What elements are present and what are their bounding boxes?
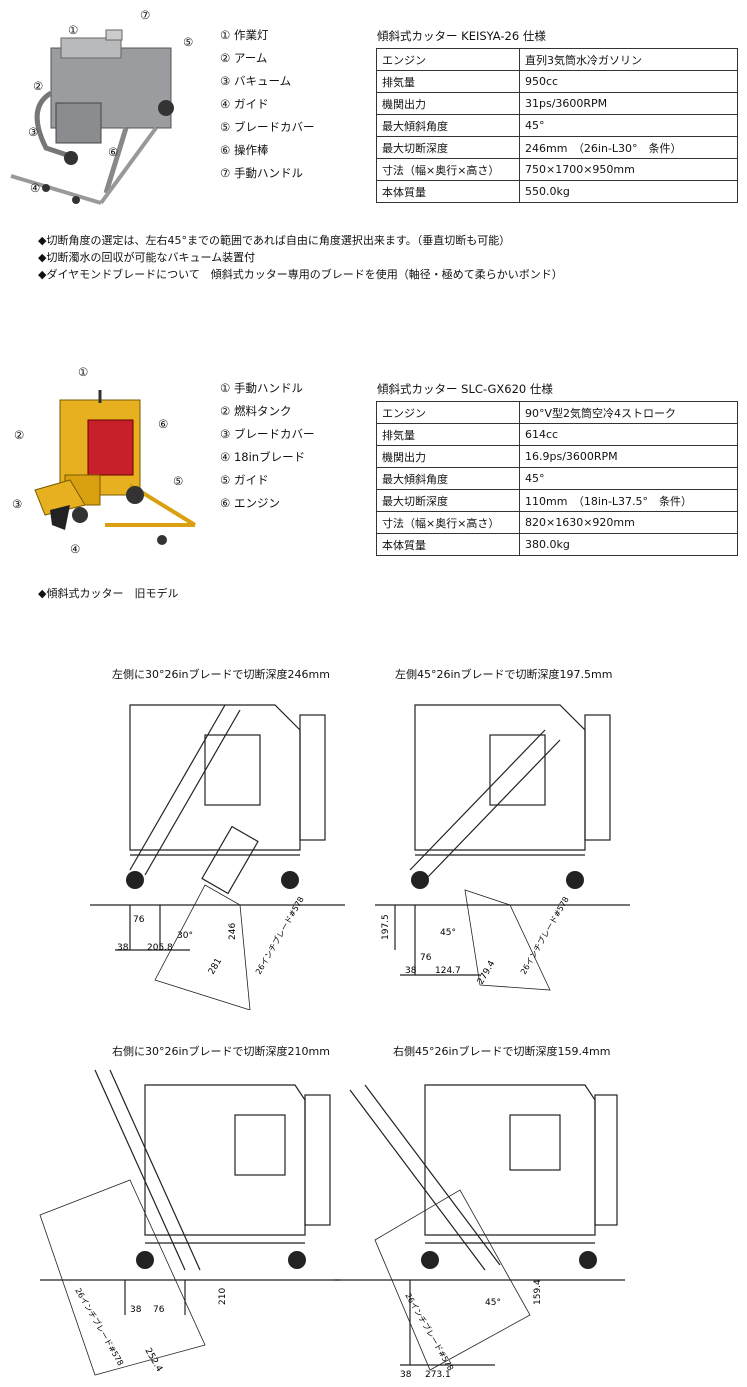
machine2-parts-list: ① 手動ハンドル ② 燃料タンク ③ ブレードカバー ④ 18inブレード ⑤ … <box>220 377 314 515</box>
m1-callout-5: ⑤ <box>183 35 194 49</box>
dim-label: 30° <box>177 931 193 941</box>
part-item: ① 作業灯 <box>220 28 269 42</box>
m2-callout-5: ⑤ <box>173 474 184 488</box>
drawing-left-30: 76 38 205.8 30° 246 281 26インチブレード#578 <box>90 704 345 1010</box>
m1-callout-6: ⑥ <box>108 145 119 159</box>
part-item: ⑦ 手動ハンドル <box>220 166 303 180</box>
table-row: エンジン直列3気筒水冷ガソリン <box>376 48 738 71</box>
dim-label: 281 <box>207 957 224 977</box>
note-line: ◆傾斜式カッター 旧モデル <box>38 587 179 600</box>
dim-label: 26インチブレード#578 <box>253 895 306 976</box>
drawing-caption-3: 右側に30°26inブレードで切断深度210mm <box>112 1045 330 1058</box>
dim-label: 76 <box>153 1305 165 1315</box>
m1-callout-7: ⑦ <box>140 8 151 22</box>
m1-callout-1: ① <box>68 23 79 37</box>
dim-label: 38 <box>117 943 129 953</box>
part-item: ② アーム <box>220 51 268 65</box>
part-item: ⑥ エンジン <box>220 496 280 510</box>
note-line: ◆ダイヤモンドブレードについて 傾斜式カッター専用のブレードを使用（軸径・極めて… <box>38 268 563 281</box>
machine2-spec-title: 傾斜式カッター SLC-GX620 仕様 <box>377 382 553 396</box>
part-item: ② 燃料タンク <box>220 404 292 418</box>
part-item: ⑥ 操作棒 <box>220 143 269 157</box>
drawing-caption-2: 左側45°26inブレードで切断深度197.5mm <box>395 668 613 681</box>
table-row: 寸法（幅×奥行×高さ）820×1630×920mm <box>376 511 738 534</box>
m1-callout-2: ② <box>33 79 44 93</box>
dim-label: 252.4 <box>142 1347 164 1375</box>
m2-callout-4: ④ <box>70 542 81 556</box>
part-item: ① 手動ハンドル <box>220 381 303 395</box>
machine1-notes: ◆切断角度の選定は、左右45°までの範囲であれば自由に角度選択出来ます。（垂直切… <box>38 232 563 283</box>
dim-label: 210 <box>218 1288 228 1305</box>
drawing-caption-4: 右側45°26inブレードで切断深度159.4mm <box>393 1045 611 1058</box>
m2-callout-3: ③ <box>12 497 23 511</box>
machine1-spec-title: 傾斜式カッター KEISYA-26 仕様 <box>377 29 546 43</box>
dim-label: 124.7 <box>435 966 461 976</box>
part-item: ⑤ ガイド <box>220 473 269 487</box>
dim-label: 197.5 <box>381 914 391 940</box>
dim-label: 273.1 <box>425 1370 451 1380</box>
drawing-right-45: 159.4 45° 38 273.1 26インチブレード#578 <box>335 1084 625 1380</box>
m2-callout-6: ⑥ <box>158 417 169 431</box>
dim-label: 45° <box>440 928 456 938</box>
dim-label: 38 <box>400 1370 412 1380</box>
m2-callout-2: ② <box>14 428 25 442</box>
drawing-caption-1: 左側に30°26inブレードで切断深度246mm <box>112 668 330 681</box>
dim-label: 159.4 <box>533 1279 543 1305</box>
dim-label: 26インチブレード#578 <box>403 1291 456 1372</box>
m1-callout-3: ③ <box>28 125 39 139</box>
note-line: ◆切断濁水の回収が可能なバキューム装置付 <box>38 251 256 264</box>
part-item: ③ ブレードカバー <box>220 427 315 441</box>
drawing-right-30: 210 76 38 252.4 26インチブレード#578 <box>39 1069 340 1376</box>
table-row: 寸法（幅×奥行×高さ）750×1700×950mm <box>376 158 738 181</box>
note-line: ◆切断角度の選定は、左右45°までの範囲であれば自由に角度選択出来ます。（垂直切… <box>38 234 511 247</box>
dim-label: 26インチブレード#578 <box>518 895 571 976</box>
dim-label: 246 <box>228 923 238 940</box>
dim-label: 38 <box>405 966 417 976</box>
dim-label: 45° <box>485 1298 501 1308</box>
m2-callout-1: ① <box>78 365 89 379</box>
part-item: ⑤ ブレードカバー <box>220 120 315 134</box>
dim-label: 26インチブレード#578 <box>73 1286 126 1367</box>
part-item: ④ 18inブレード <box>220 450 306 464</box>
part-item: ③ バキューム <box>220 74 292 88</box>
m1-callout-4: ④ <box>30 181 41 195</box>
machine1-photo <box>6 8 206 213</box>
dim-label: 205.8 <box>147 943 173 953</box>
part-item: ④ ガイド <box>220 97 269 111</box>
dim-label: 76 <box>133 915 145 925</box>
machine2-notes: ◆傾斜式カッター 旧モデル <box>38 585 178 602</box>
machine1-parts-list: ① 作業灯 ② アーム ③ バキューム ④ ガイド ⑤ ブレードカバー ⑥ 操作… <box>220 24 314 185</box>
dim-label: 279.4 <box>476 959 498 987</box>
machine2-photo <box>10 365 200 560</box>
dim-label: 76 <box>420 953 432 963</box>
dim-label: 38 <box>130 1305 142 1315</box>
drawing-left-45: 197.5 45° 76 38 124.7 279.4 26インチブレード#57… <box>375 704 630 991</box>
